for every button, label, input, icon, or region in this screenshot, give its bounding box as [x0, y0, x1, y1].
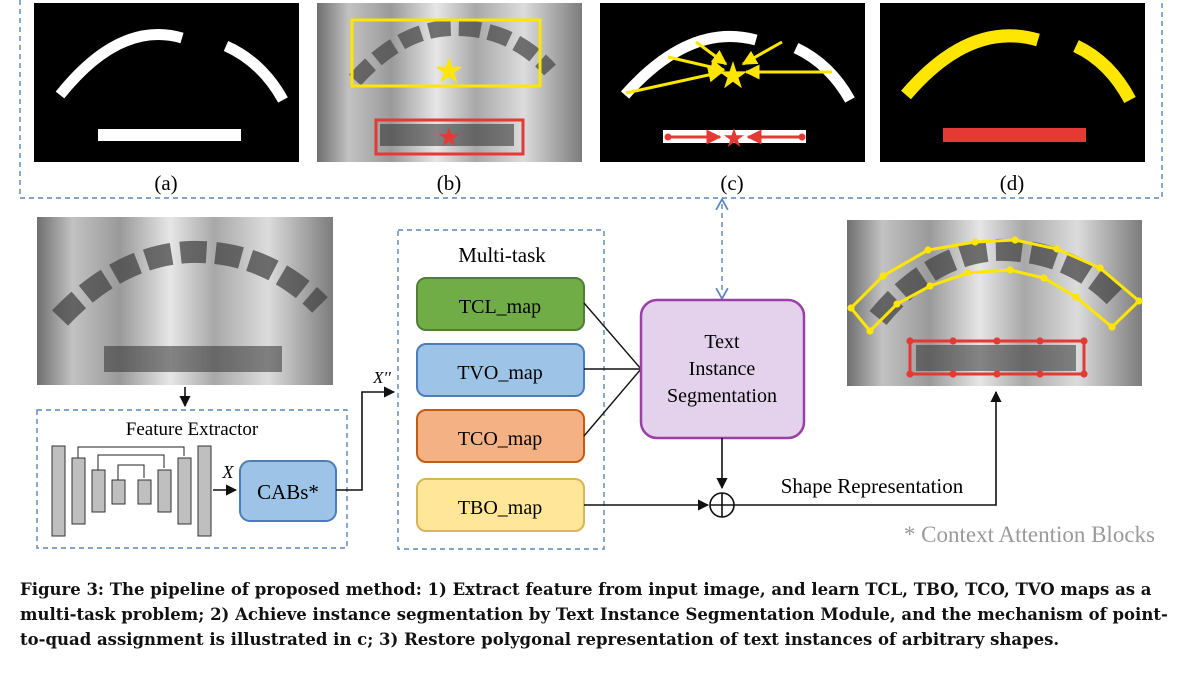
- output-image: [847, 220, 1143, 386]
- segmentation-label-line2: Instance: [689, 358, 756, 380]
- maps-to-segmentation-lines: [583, 302, 642, 437]
- x-feature-label: X: [222, 462, 235, 482]
- feature-extractor-box: [36, 409, 348, 549]
- x-double-prime-label: X′′: [372, 368, 391, 387]
- segmentation-label-line1: Text: [704, 331, 740, 353]
- feature-extractor-label: Feature Extractor: [126, 419, 259, 440]
- tco-map-label: TCO_map: [458, 428, 542, 450]
- cabs-label: CABs*: [257, 480, 319, 504]
- combine-to-output-arrow: [734, 390, 1002, 506]
- cabs-block: [239, 460, 337, 522]
- multitask-box: [397, 229, 605, 550]
- tcl-map-label: TCL_map: [459, 296, 541, 318]
- figure-caption: Figure 3: The pipeline of proposed metho…: [20, 580, 1168, 649]
- tvo-map-label: TVO_map: [457, 362, 543, 384]
- panel-b-label: (b): [437, 171, 462, 195]
- combine-plus-icon: [709, 492, 735, 518]
- multitask-label: Multi-task: [458, 243, 546, 267]
- segmentation-label-line3: Segmentation: [667, 385, 777, 407]
- panel-c: [600, 3, 865, 162]
- panel-d: [880, 3, 1145, 162]
- tvo-map-block: [416, 343, 585, 397]
- cabs-to-multitask-arrow: [336, 386, 396, 491]
- top-panel-group-border: [19, 0, 1163, 199]
- panel-c-label: (c): [720, 171, 743, 195]
- input-image: [37, 217, 333, 385]
- panel-a: [34, 3, 299, 162]
- cabs-footnote: * Context Attention Blocks: [904, 522, 1155, 547]
- tbo-map-label: TBO_map: [458, 497, 542, 519]
- shape-representation-label: Shape Representation: [781, 474, 964, 498]
- panel-d-label: (d): [1000, 171, 1025, 195]
- panel-a-label: (a): [154, 171, 177, 195]
- encoder-decoder-network-icon: [51, 445, 212, 537]
- panel-b: [317, 3, 582, 162]
